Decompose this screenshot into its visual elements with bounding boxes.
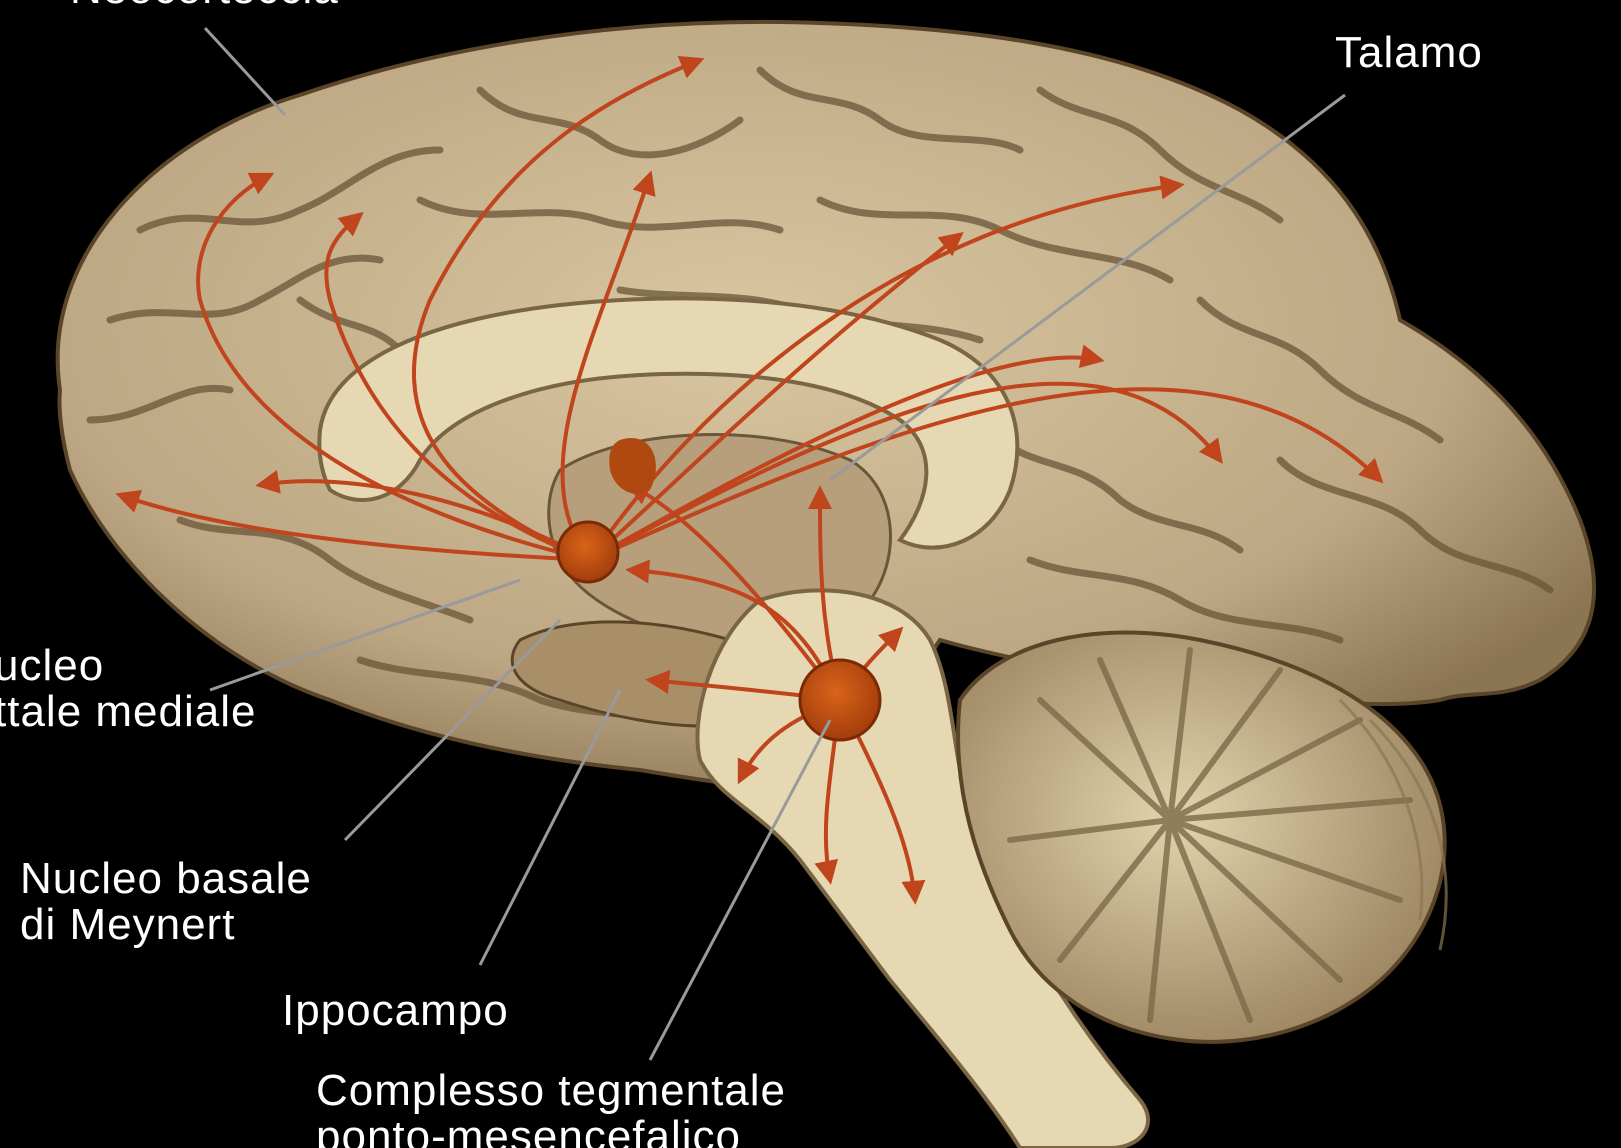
label-hippocampus-text: Ippocampo bbox=[282, 988, 509, 1034]
label-tegmental-line-2: ponto-mesencefalico bbox=[316, 1114, 786, 1148]
label-septal-line-2: ttale mediale bbox=[0, 689, 256, 735]
label-basale-line-2: di Meynert bbox=[20, 902, 312, 948]
label-tegmental-line-1: Complesso tegmentale bbox=[316, 1068, 786, 1114]
label-septal-line-1: ucleo bbox=[0, 643, 256, 689]
label-thalamus-text: Talamo bbox=[1335, 30, 1483, 76]
label-thalamus: Talamo bbox=[1335, 30, 1483, 76]
label-neocortex-text: Neocorteccia bbox=[70, 0, 339, 12]
basal-nucleus-marker bbox=[558, 522, 618, 582]
label-basale-line-1: Nucleo basale bbox=[20, 856, 312, 902]
label-medial-septal-nucleus: ucleo ttale mediale bbox=[0, 643, 256, 735]
label-neocortex: Neocorteccia bbox=[70, 0, 339, 12]
tegmental-nucleus-marker bbox=[800, 660, 880, 740]
label-pontomesencephalic-tegmental-complex: Complesso tegmentale ponto-mesencefalico bbox=[316, 1068, 786, 1148]
label-basal-nucleus-meynert: Nucleo basale di Meynert bbox=[20, 856, 312, 948]
label-hippocampus: Ippocampo bbox=[282, 988, 509, 1034]
